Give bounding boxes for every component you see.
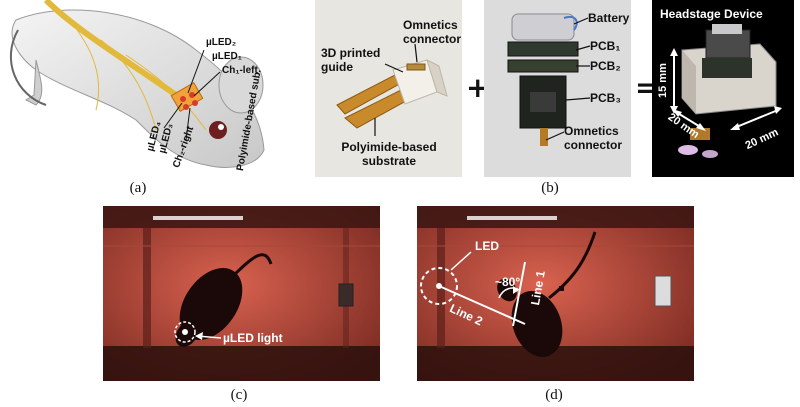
caption-b: (b) bbox=[541, 180, 559, 196]
label-pcb3: PCB₃ bbox=[590, 91, 621, 105]
panel-c-arena-photo: µLED light bbox=[103, 206, 380, 381]
panel-b-guide-photo: Omnetics connector 3D printed guide Poly… bbox=[315, 0, 462, 177]
headstage-title: Headstage Device bbox=[660, 7, 763, 21]
label-uled1: µLED₁ bbox=[212, 51, 242, 62]
label-polyimide-substrate: Polyimide-based substrate bbox=[341, 140, 437, 168]
label-angle: ~80° bbox=[495, 275, 521, 289]
rat-illustration bbox=[9, 0, 265, 168]
label-omnetics-connector-1: Omnetics connector bbox=[403, 18, 462, 46]
label-battery: Battery bbox=[588, 11, 630, 25]
label-3d-printed-guide: 3D printed guide bbox=[321, 46, 381, 74]
label-ch1-left: Ch₁-left bbox=[222, 65, 258, 76]
panel-b-electronics-photo: Battery PCB₁ PCB₂ PCB₃ Omnetics connecto… bbox=[484, 0, 631, 177]
panel-a-illustration: µLED₂ µLED₁ Ch₁-left µLED₄ µLED₃ Ch₂-rig… bbox=[6, 0, 268, 172]
label-pcb1: PCB₁ bbox=[590, 39, 621, 53]
label-pcb2: PCB₂ bbox=[590, 59, 621, 73]
plus-sign: + bbox=[466, 71, 490, 104]
label-uled-light: µLED light bbox=[223, 331, 283, 345]
caption-c: (c) bbox=[230, 387, 248, 403]
label-uled2: µLED₂ bbox=[206, 37, 237, 48]
label-omnetics-connector-2: Omnetics connector bbox=[564, 124, 623, 152]
caption-a: (a) bbox=[129, 180, 147, 196]
dim-height-label: 15 mm bbox=[657, 63, 669, 98]
label-led: LED bbox=[475, 239, 499, 253]
caption-d: (d) bbox=[545, 387, 563, 403]
panel-b-headstage-photo: Headstage Device 15 mm 20 mm 20 mm bbox=[652, 0, 794, 177]
panel-d-arena-photo: LED ~80° Line 1 Line 2 bbox=[417, 206, 694, 381]
